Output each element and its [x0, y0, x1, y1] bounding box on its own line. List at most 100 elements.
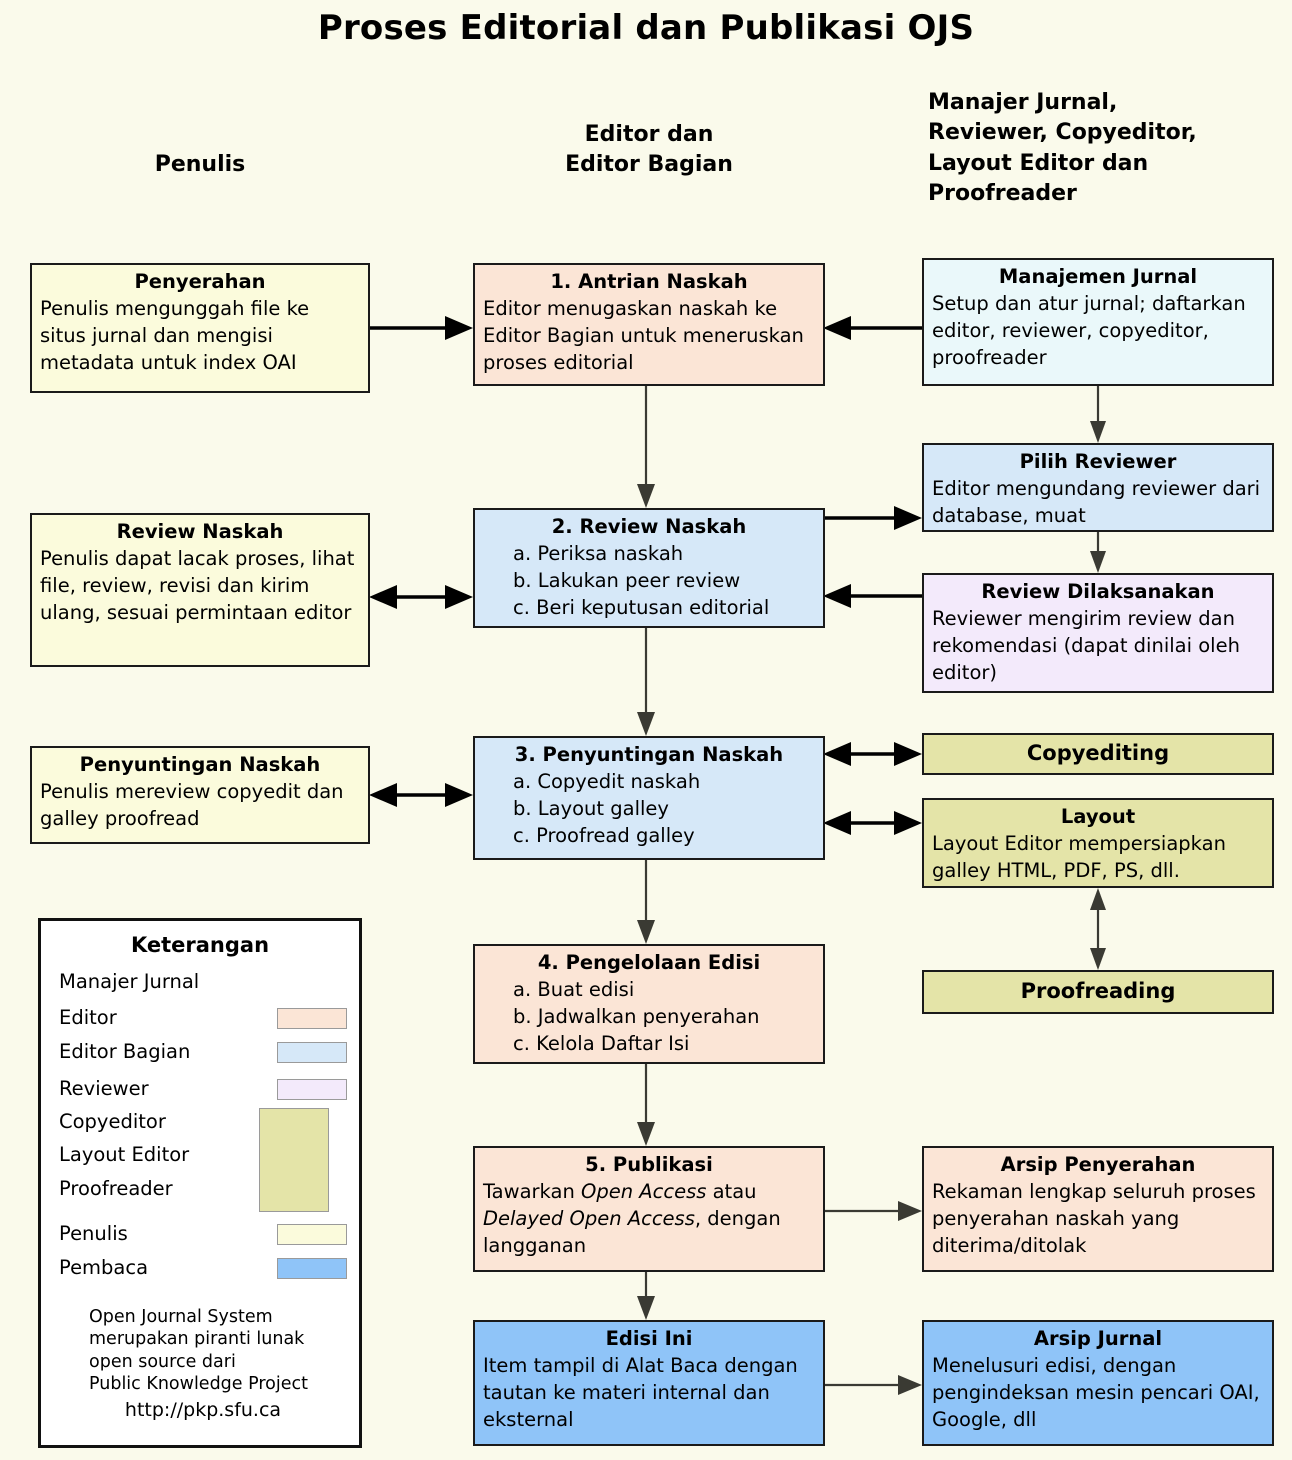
- box-pengelolaan-edisi-item-b: b. Jadwalkan penyerahan: [513, 1004, 760, 1028]
- legend-row-layout-editor: Layout Editor: [59, 1138, 349, 1171]
- box-layout-body: Layout Editor mempersiapkan galley HTML,…: [932, 831, 1226, 882]
- legend-rows: Manajer Jurnal Editor Editor Bagian Revi…: [41, 965, 359, 1279]
- arrow-manajemen-to-antrian: [823, 316, 922, 340]
- legend-row-editor-bagian: Editor Bagian: [59, 1035, 349, 1068]
- legend-note: Open Journal System merupakan piranti lu…: [89, 1307, 308, 1395]
- legend-swatch-production-roles: [259, 1108, 329, 1212]
- column-header-editors: Editor dan Editor Bagian: [565, 122, 733, 178]
- legend-row-copyeditor: Copyeditor: [59, 1105, 349, 1138]
- box-edisi-ini-body: Item tampil di Alat Baca dengan tautan k…: [483, 1353, 798, 1431]
- box-penyuntingan-naskah-item-a: a. Copyedit naskah: [513, 769, 701, 793]
- box-arsip-jurnal[interactable]: Arsip Jurnal Menelusuri edisi, dengan pe…: [922, 1320, 1274, 1446]
- legend-row-manajer-jurnal: Manajer Jurnal: [59, 965, 349, 998]
- box-review-naskah-item-b: b. Lakukan peer review: [513, 568, 741, 592]
- legend-swatch-editor: [277, 1008, 347, 1029]
- column-header-authors: Penulis: [154, 152, 246, 177]
- box-penyerahan[interactable]: Penyerahan Penulis mengunggah file ke si…: [30, 263, 370, 393]
- box-publikasi[interactable]: 5. Publikasi Tawarkan Open Access atau D…: [473, 1146, 825, 1272]
- arrow-penyuntingan-copyediting-bidirectional: [823, 742, 922, 766]
- legend-label: Proofreader: [59, 1177, 173, 1200]
- box-penyerahan-body: Penulis mengunggah file ke situs jurnal …: [40, 296, 310, 374]
- box-proofreading[interactable]: Proofreading: [922, 970, 1274, 1014]
- box-publikasi-title: 5. Publikasi: [585, 1153, 713, 1176]
- box-review-naskah-penulis-body: Penulis dapat lacak proses, lihat file, …: [40, 546, 355, 624]
- arrow-manajemen-to-pilih-reviewer: [1090, 386, 1106, 443]
- box-edisi-ini[interactable]: Edisi Ini Item tampil di Alat Baca denga…: [473, 1320, 825, 1446]
- box-review-naskah-item-a: a. Periksa naskah: [513, 541, 684, 565]
- arrow-author-review-bidirectional: [369, 585, 473, 609]
- arrow-edisi-to-arsip-jurnal: [823, 1375, 922, 1395]
- arrow-penyerahan-to-antrian: [366, 316, 473, 340]
- box-copyediting[interactable]: Copyediting: [922, 733, 1274, 775]
- box-review-naskah[interactable]: 2. Review Naskah a. Periksa naskah b. La…: [473, 508, 825, 628]
- box-proofreading-title: Proofreading: [1020, 978, 1176, 1003]
- box-pengelolaan-edisi-item-c: c. Kelola Daftar Isi: [513, 1031, 690, 1055]
- box-antrian-naskah[interactable]: 1. Antrian Naskah Editor menugaskan nask…: [473, 263, 825, 386]
- box-layout-title: Layout: [1060, 805, 1136, 828]
- box-publikasi-body: Tawarkan Open Access atau Delayed Open A…: [483, 1179, 781, 1257]
- box-review-dilaksanakan[interactable]: Review Dilaksanakan Reviewer mengirim re…: [922, 573, 1274, 693]
- page-title: Proses Editorial dan Publikasi OJS: [317, 8, 975, 48]
- arrow-review-to-penyuntingan: [637, 628, 655, 736]
- legend-row-reviewer: Reviewer: [59, 1072, 349, 1105]
- legend-swatch-editor-bagian: [277, 1042, 347, 1063]
- arrow-penyuntingan-to-pengelolaan: [637, 860, 655, 944]
- column-header-others: Manajer Jurnal, Reviewer, Copyeditor, La…: [928, 90, 1197, 207]
- arrow-antrian-to-review: [637, 386, 655, 508]
- arrow-layout-proofreading-bidirectional: [1090, 888, 1106, 970]
- legend-swatch-pembaca: [277, 1258, 347, 1279]
- legend-label: Reviewer: [59, 1077, 149, 1100]
- arrow-publikasi-to-arsip-penyerahan: [823, 1201, 922, 1221]
- legend-url[interactable]: http://pkp.sfu.ca: [124, 1399, 282, 1421]
- legend-label: Manajer Jurnal: [59, 970, 200, 993]
- box-review-dilaksanakan-body: Reviewer mengirim review dan rekomendasi…: [932, 606, 1240, 684]
- arrow-pengelolaan-to-publikasi: [637, 1064, 655, 1146]
- box-penyerahan-title: Penyerahan: [134, 270, 266, 293]
- box-arsip-penyerahan-title: Arsip Penyerahan: [1000, 1153, 1196, 1176]
- box-penyuntingan-penulis[interactable]: Penyuntingan Naskah Penulis mereview cop…: [30, 746, 370, 844]
- arrow-author-penyuntingan-bidirectional: [369, 783, 473, 807]
- legend-row-pembaca: Pembaca: [59, 1251, 349, 1284]
- box-antrian-naskah-title: 1. Antrian Naskah: [550, 270, 748, 293]
- legend-label: Penulis: [59, 1222, 128, 1245]
- box-layout[interactable]: Layout Layout Editor mempersiapkan galle…: [922, 798, 1274, 888]
- box-manajemen-jurnal-body: Setup dan atur jurnal; daftarkan editor,…: [932, 291, 1246, 369]
- box-arsip-jurnal-title: Arsip Jurnal: [1033, 1327, 1163, 1350]
- legend-label: Editor Bagian: [59, 1040, 191, 1063]
- box-edisi-ini-title: Edisi Ini: [605, 1327, 693, 1350]
- box-antrian-naskah-body: Editor menugaskan naskah ke Editor Bagia…: [483, 296, 804, 374]
- legend-label: Pembaca: [59, 1256, 149, 1279]
- box-manajemen-jurnal-title: Manajemen Jurnal: [998, 265, 1198, 288]
- legend-title: Keterangan: [130, 933, 270, 957]
- box-arsip-jurnal-body: Menelusuri edisi, dengan pengindeksan me…: [932, 1353, 1260, 1431]
- box-penyuntingan-naskah[interactable]: 3. Penyuntingan Naskah a. Copyedit naska…: [473, 736, 825, 860]
- box-arsip-penyerahan[interactable]: Arsip Penyerahan Rekaman lengkap seluruh…: [922, 1146, 1274, 1272]
- box-pengelolaan-edisi-title: 4. Pengelolaan Edisi: [537, 951, 761, 974]
- box-pilih-reviewer-title: Pilih Reviewer: [1019, 450, 1177, 473]
- arrow-publikasi-to-edisi-ini: [637, 1272, 655, 1320]
- legend-label: Layout Editor: [59, 1143, 190, 1166]
- legend-row-editor: Editor: [59, 1001, 349, 1034]
- box-penyuntingan-naskah-item-c: c. Proofread galley: [513, 823, 695, 847]
- box-pengelolaan-edisi-item-a: a. Buat edisi: [513, 977, 635, 1001]
- box-review-dilaksanakan-title: Review Dilaksanakan: [981, 580, 1215, 603]
- box-review-naskah-penulis[interactable]: Review Naskah Penulis dapat lacak proses…: [30, 513, 370, 667]
- box-pilih-reviewer[interactable]: Pilih Reviewer Editor mengundang reviewe…: [922, 443, 1274, 532]
- arrow-review-dilaksanakan-to-review: [823, 584, 922, 608]
- arrow-pilih-reviewer-to-review-dilaksanakan: [1090, 532, 1106, 573]
- box-pilih-reviewer-body: Editor mengundang reviewer dari database…: [932, 476, 1261, 527]
- arrow-review-to-pilih-reviewer: [823, 506, 922, 530]
- legend-swatch-reviewer: [277, 1079, 347, 1100]
- legend-row-penulis: Penulis: [59, 1217, 349, 1250]
- legend-row-proofreader: Proofreader: [59, 1172, 349, 1205]
- box-manajemen-jurnal[interactable]: Manajemen Jurnal Setup dan atur jurnal; …: [922, 258, 1274, 386]
- box-pengelolaan-edisi[interactable]: 4. Pengelolaan Edisi a. Buat edisi b. Ja…: [473, 944, 825, 1064]
- box-review-naskah-item-c: c. Beri keputusan editorial: [513, 595, 770, 619]
- legend-swatch-penulis: [277, 1224, 347, 1245]
- box-penyuntingan-penulis-title: Penyuntingan Naskah: [79, 753, 321, 776]
- box-penyuntingan-naskah-item-b: b. Layout galley: [513, 796, 669, 820]
- box-review-naskah-penulis-title: Review Naskah: [116, 520, 284, 543]
- legend-label: Editor: [59, 1006, 117, 1029]
- legend-label: Copyeditor: [59, 1110, 166, 1133]
